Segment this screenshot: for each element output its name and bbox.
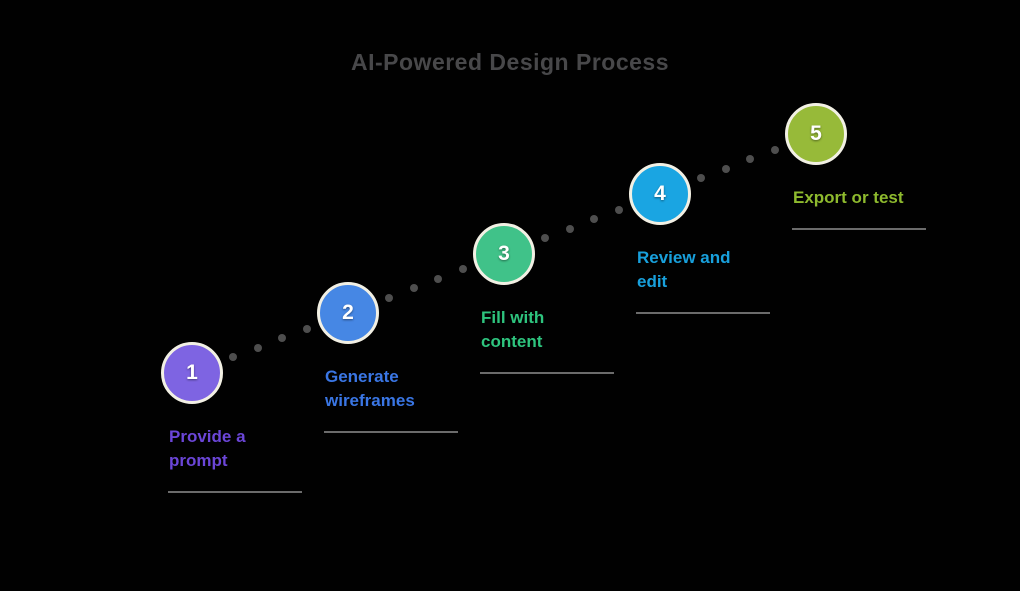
step-label-5: Export or test [793,188,904,207]
step-number-1: 1 [186,361,198,384]
step-underline-4 [636,312,770,314]
step-number-4: 4 [654,182,666,205]
step-number-2: 2 [342,301,354,324]
process-step-5: 5 Export or test [785,103,935,230]
step-circle-2: 2 [317,282,379,344]
process-step-4: 4 Review and edit [629,163,779,314]
process-step-3: 3 Fill with content [473,223,623,374]
connector-dot [253,343,262,352]
step-circle-3: 3 [473,223,535,285]
step-label-3: Fill with content [481,308,545,351]
connector-dot [615,205,624,214]
connector-dot [721,164,730,173]
connector-dot [696,174,705,183]
step-underline-3 [480,372,614,374]
connector-dot [540,234,549,243]
step-underline-5 [792,228,926,230]
step-number-5: 5 [810,122,822,145]
step-number-3: 3 [498,242,510,265]
step-label-1: Provide a prompt [169,427,246,470]
connector-dot [590,215,599,224]
diagram-title: AI-Powered Design Process [351,49,669,75]
connector-dot [303,324,312,333]
step-circle-5: 5 [785,103,847,165]
step-label-2: Generate wireframes [325,367,415,410]
step-label-4: Review and edit [637,248,731,291]
connector-dot [459,265,468,274]
connector-dot [228,353,237,362]
step-underline-2 [324,431,458,433]
connector-dot [409,284,418,293]
step-circle-1: 1 [161,342,223,404]
connector-dot [434,274,443,283]
connector-dot [278,334,287,343]
process-step-2: 2 Generate wireframes [317,282,467,433]
step-underline-1 [168,491,302,493]
step-circle-4: 4 [629,163,691,225]
connector-dot [771,145,780,154]
process-step-1: 1 Provide a prompt [161,342,311,493]
connector-dot [565,224,574,233]
connector-dot [384,293,393,302]
connector-dot [746,155,755,164]
